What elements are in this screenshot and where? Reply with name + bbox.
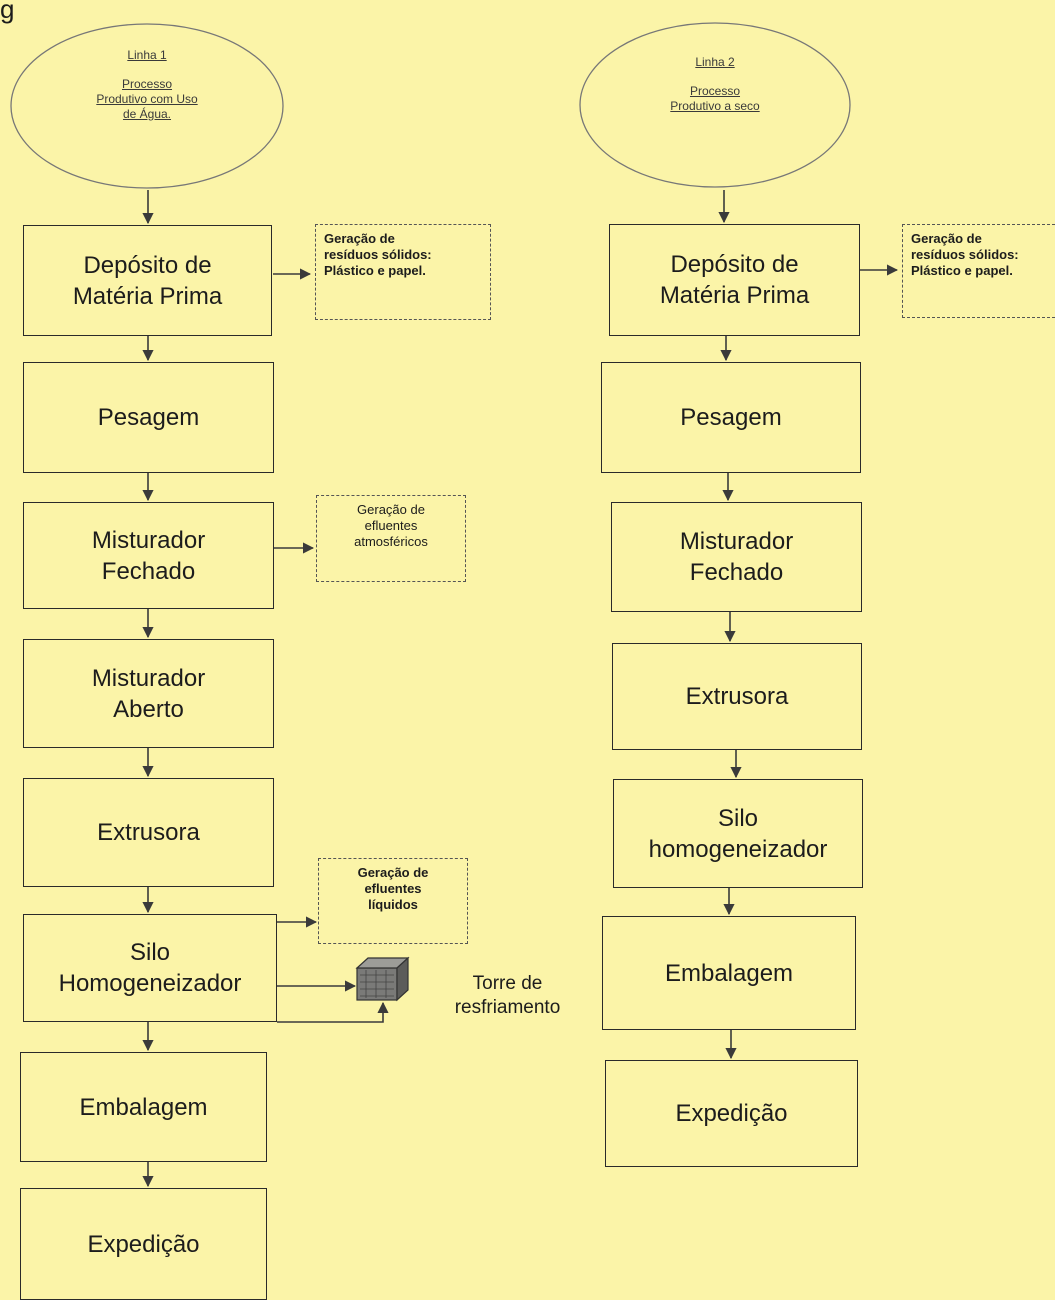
step-label: Expedição: [675, 1100, 788, 1127]
line2-subtitle-1: Processo: [689, 84, 741, 98]
line1-subtitle-3: de Água.: [122, 107, 172, 121]
step-label: Extrusora: [97, 819, 200, 846]
line1-step-misturador-aberto: Misturador Aberto: [23, 639, 274, 748]
note-line: Geração de: [357, 865, 429, 880]
step-label: Fechado: [689, 559, 784, 586]
note-line: Plástico e papel.: [911, 263, 1013, 278]
note-line: efluentes: [364, 881, 422, 896]
line2-step-extrusora: Extrusora: [612, 643, 862, 750]
step-label: Embalagem: [79, 1093, 208, 1121]
step-label: Depósito de: [670, 251, 799, 278]
note-line: Plástico e papel.: [324, 263, 426, 278]
note-line: Geração de: [911, 231, 982, 246]
step-label: Embalagem: [664, 959, 794, 987]
corner-text: g: [0, 0, 15, 24]
line1-header: Linha 1 Processo Produtivo com Uso de Ág…: [47, 48, 247, 122]
step-label: Expedição: [87, 1230, 200, 1258]
note-line: líquidos: [368, 897, 418, 912]
line1-step-misturador-fechado: Misturador Fechado: [23, 502, 274, 609]
step-label: Matéria Prima: [72, 282, 223, 310]
line1-title: Linha 1: [127, 48, 167, 62]
note-line: atmosféricos: [354, 534, 428, 549]
step-label: Silo: [717, 804, 759, 832]
line2-step-misturador-fechado: Misturador Fechado: [611, 502, 862, 612]
cooling-tower-icon: [355, 956, 410, 1002]
cooling-tower-label-line: Torre de: [472, 973, 543, 994]
line1-step-pesagem: Pesagem: [23, 362, 274, 473]
step-label: Aberto: [113, 695, 184, 723]
line1-step-expedicao: Expedição: [20, 1188, 267, 1300]
step-label: Depósito de: [83, 251, 212, 279]
line2-step-embalagem: Embalagem: [602, 916, 856, 1030]
line2-step-silo: Silo homogeneizador: [613, 779, 863, 888]
line2-step-pesagem: Pesagem: [601, 362, 861, 473]
line2-header: Linha 2 Processo Produtivo a seco: [615, 55, 815, 114]
step-label: Misturador: [91, 664, 206, 692]
step-label: Extrusora: [685, 683, 789, 710]
note-line: Geração de: [324, 231, 395, 246]
line1-note-solid-waste: Geração de resíduos sólidos: Plástico e …: [315, 224, 491, 320]
arrow-l1-cooling-return: [277, 1001, 389, 1023]
line2-step-expedicao: Expedição: [605, 1060, 858, 1167]
step-label: Silo: [129, 939, 171, 966]
line2-step-deposito: Depósito de Matéria Prima: [609, 224, 860, 336]
step-label: Misturador: [91, 526, 206, 554]
step-label: Pesagem: [97, 404, 200, 431]
line1-start-ellipse: [10, 23, 284, 189]
line1-subtitle-2: Produtivo com Uso: [96, 92, 198, 106]
step-label: Pesagem: [680, 404, 782, 431]
note-line: efluentes: [364, 518, 418, 533]
line2-title: Linha 2: [695, 55, 735, 69]
line1-step-embalagem: Embalagem: [20, 1052, 267, 1162]
note-line: resíduos sólidos:: [324, 247, 432, 262]
step-label: Misturador: [679, 528, 794, 555]
step-label: homogeneizador: [648, 835, 828, 863]
line2-note-solid-waste: Geração de resíduos sólidos: Plástico e …: [902, 224, 1055, 318]
line1-step-silo: Silo Homogeneizador: [23, 914, 277, 1022]
line1-subtitle-1: Processo: [121, 77, 173, 91]
line1-note-atmospheric: Geração de efluentes atmosféricos: [316, 495, 466, 582]
note-line: Geração de: [357, 502, 425, 517]
step-label: Homogeneizador: [58, 970, 242, 997]
cooling-tower-label: Torre de resfriamento: [430, 972, 585, 1020]
line1-step-extrusora: Extrusora: [23, 778, 274, 887]
note-line: resíduos sólidos:: [911, 247, 1019, 262]
line1-note-liquid: Geração de efluentes líquidos: [318, 858, 468, 944]
cooling-tower-label-line: resfriamento: [454, 997, 561, 1018]
step-label: Matéria Prima: [659, 282, 810, 309]
line1-step-deposito: Depósito de Matéria Prima: [23, 225, 272, 336]
line2-start-ellipse: [579, 22, 851, 188]
line2-subtitle-2: Produtivo a seco: [670, 99, 760, 113]
step-label: Fechado: [101, 557, 196, 585]
